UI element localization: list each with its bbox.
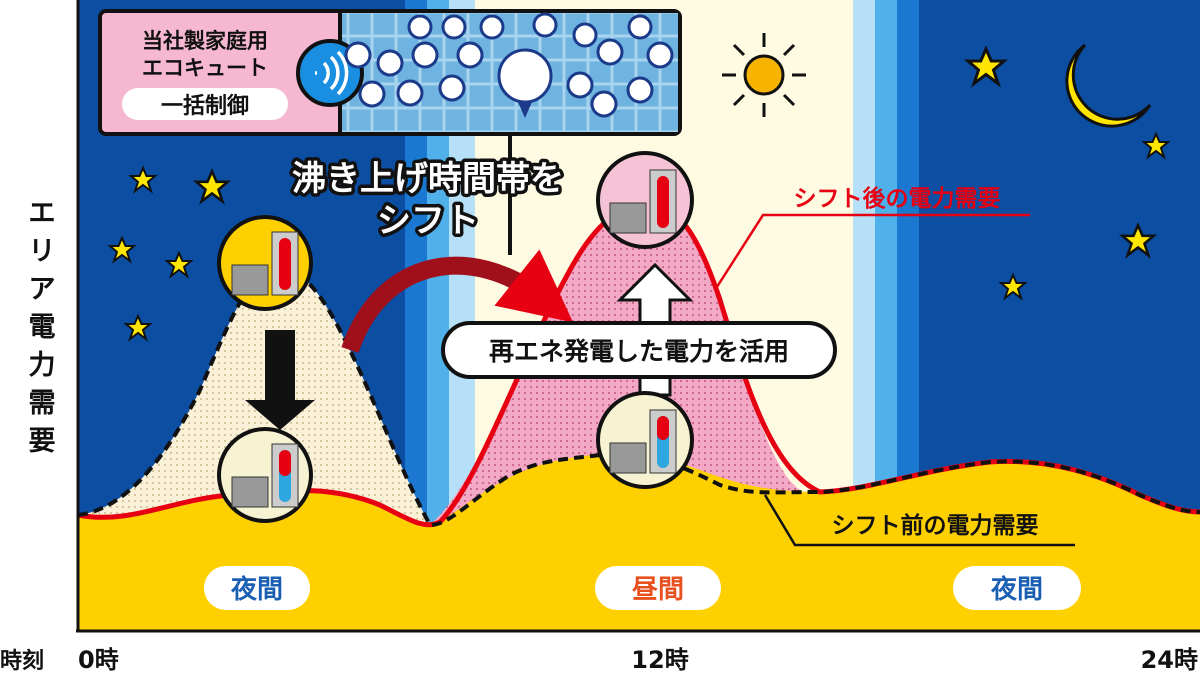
period-night-2: 夜間 xyxy=(990,574,1043,605)
svg-text:需: 需 xyxy=(29,388,56,419)
shift-text-line2: シフト xyxy=(377,201,479,241)
batch-control-badge: 一括制御 xyxy=(161,93,249,119)
control-panel xyxy=(98,9,682,136)
period-badge-night xyxy=(953,566,1081,610)
x-tick-0: 0時 xyxy=(78,646,119,674)
after-shift-label: シフト後の電力需要 xyxy=(794,185,1001,212)
panel-title-line1: 当社製家庭用 xyxy=(142,29,268,53)
svg-text:要: 要 xyxy=(29,426,56,457)
svg-text:ア: ア xyxy=(29,274,56,305)
y-axis-label: エ リ ア 電 力 需 要 xyxy=(29,198,56,457)
water-heater-icon-day-full xyxy=(596,151,694,249)
period-night-1: 夜間 xyxy=(230,574,283,605)
shift-text-line1: 沸き上げ時間帯を xyxy=(292,159,564,199)
svg-text:エ: エ xyxy=(29,198,56,229)
renewable-text: 再エネ発電した電力を活用 xyxy=(489,337,789,366)
period-badge-day xyxy=(595,566,721,610)
renewable-callout xyxy=(441,321,837,379)
after-label-leader xyxy=(713,213,1030,291)
water-heater-icon-night-full xyxy=(217,215,313,311)
period-day: 昼間 xyxy=(632,575,684,605)
panel-title-line2: エコキュート xyxy=(142,56,268,80)
down-arrow-icon xyxy=(245,330,315,430)
x-tick-24: 24時 xyxy=(1141,646,1198,674)
period-badge-night xyxy=(204,566,310,610)
eco-cute-map-pins xyxy=(344,12,674,118)
x-tick-12: 12時 xyxy=(631,646,688,674)
svg-text:力: 力 xyxy=(29,350,56,381)
moon-icon xyxy=(1065,43,1152,128)
water-heater-icon-night-shifted xyxy=(217,427,313,523)
before-label-leader xyxy=(763,494,1075,547)
star-icon xyxy=(107,45,1171,342)
x-axis-label: 時刻 xyxy=(0,648,44,674)
shift-arrow-icon xyxy=(341,249,574,354)
before-shift-label: シフト前の電力需要 xyxy=(832,512,1039,539)
svg-text:リ: リ xyxy=(29,236,56,267)
svg-text:電: 電 xyxy=(29,312,56,343)
sun-icon xyxy=(722,33,806,117)
water-heater-icon-day-before xyxy=(596,391,694,489)
